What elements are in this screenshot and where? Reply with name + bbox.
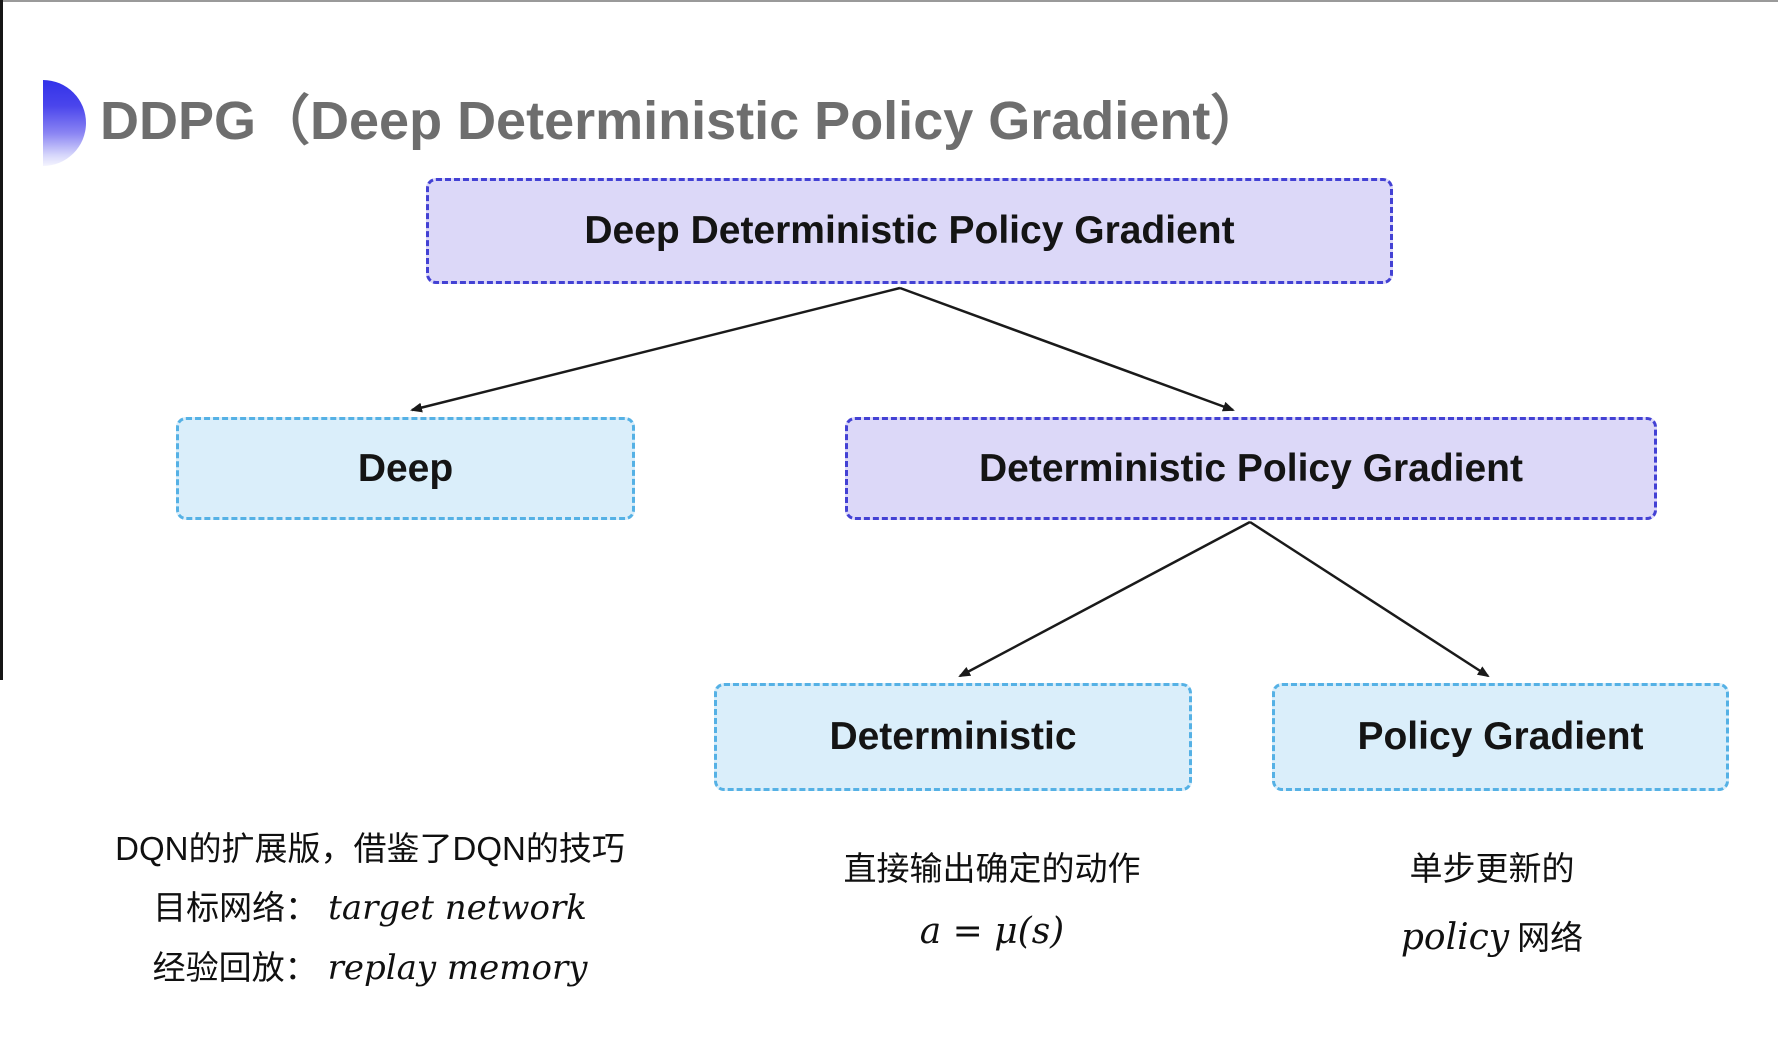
node-label: Deterministic Policy Gradient <box>978 446 1523 490</box>
annotation-dqn-line: DQN的扩展版，借鉴了DQN的技巧 <box>115 830 625 867</box>
mu-formula: a = μ(s) <box>919 911 1065 952</box>
target-network-label-cjk: 目标网络： <box>153 889 319 926</box>
node-label: Deterministic <box>829 715 1077 758</box>
annotation-target-network-line: 目标网络：target network <box>90 891 650 925</box>
policy-term: policy <box>1400 917 1510 958</box>
node-deterministic-policy-gradient: Deterministic Policy Gradient <box>845 417 1657 520</box>
node-deep-deterministic-policy-gradient: Deep Deterministic Policy Gradient <box>426 178 1393 284</box>
top-edge-line <box>0 0 1778 2</box>
node-deep: Deep <box>176 417 635 520</box>
arrow-root-to-dpg <box>899 286 1235 412</box>
annotation-deterministic: 直接输出确定的动作 a = μ(s) <box>772 852 1212 978</box>
annotation-replay-memory-line: 经验回放：replay memory <box>90 951 650 985</box>
bullet-semicircle-icon <box>43 80 86 166</box>
node-label: Deep Deterministic Policy Gradient <box>584 209 1235 252</box>
replay-memory-term: replay memory <box>327 948 588 988</box>
node-label: Deep <box>357 446 454 490</box>
node-deterministic: Deterministic <box>714 683 1192 791</box>
annotation-deterministic-line: 直接输出确定的动作 <box>843 850 1141 887</box>
node-label: Policy Gradient <box>1357 715 1644 758</box>
annotation-deep: DQN的扩展版，借鉴了DQN的技巧 目标网络：target network 经验… <box>90 832 650 1011</box>
node-policy-gradient: Policy Gradient <box>1272 683 1729 791</box>
arrow-root-to-deep <box>410 286 901 413</box>
replay-memory-label-cjk: 经验回放： <box>152 949 318 986</box>
network-label-cjk: 网络 <box>1517 919 1584 956</box>
arrow-dpg-to-deterministic <box>958 520 1251 678</box>
page-title: DDPG（Deep Deterministic Policy Gradient） <box>100 91 1265 151</box>
left-edge-line <box>0 0 3 680</box>
arrow-dpg-to-policy-gradient <box>1249 520 1490 678</box>
annotation-single-step-line: 单步更新的 <box>1409 850 1575 887</box>
target-network-term: target network <box>328 888 587 928</box>
